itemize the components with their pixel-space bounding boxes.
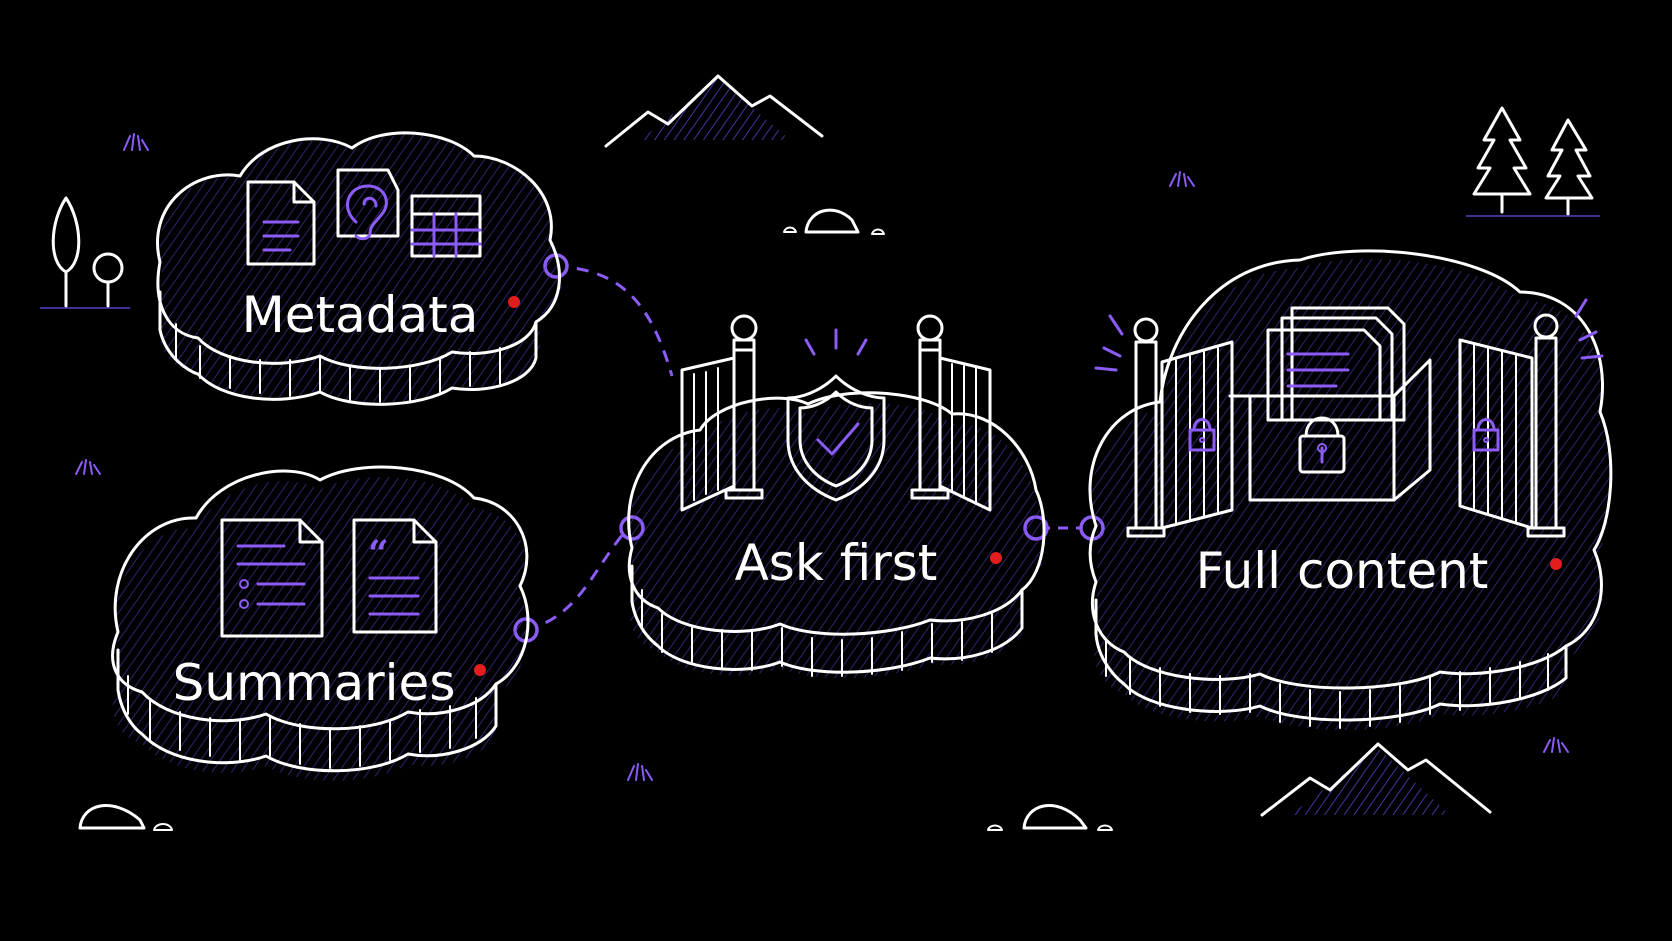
locked-gate-icon: [1094, 298, 1604, 538]
island-ask-first: Ask first: [627, 314, 1046, 679]
connector-metadata-ask-first: [555, 264, 674, 377]
node-label-summaries: Summaries: [173, 654, 456, 712]
pine-tree-icon: [1466, 106, 1600, 217]
table-icon: [410, 194, 482, 258]
island-full-content: Full content: [1088, 249, 1613, 731]
locked-box-icon: [1228, 306, 1432, 502]
document-icon: [246, 180, 316, 266]
status-dot: [990, 552, 1002, 564]
node-label-full-content: Full content: [1196, 542, 1489, 600]
grass-icon: [75, 133, 1569, 781]
bullet-list-document-icon: [220, 518, 324, 638]
shield-check-icon: [786, 328, 886, 502]
mountain-icon: [1260, 742, 1492, 817]
connector-summaries-ask-first: [525, 527, 630, 632]
status-dot: [508, 296, 520, 308]
quote-document-icon: “: [352, 518, 438, 634]
node-label-metadata: Metadata: [242, 286, 479, 344]
mountain-icon: [604, 74, 824, 148]
island-metadata: Metadata: [156, 131, 563, 406]
tree-icon: [40, 196, 130, 309]
status-dot: [474, 664, 486, 676]
svg-text:“: “: [368, 533, 389, 575]
node-label-ask-first: Ask first: [735, 534, 938, 592]
rock-icon: [78, 208, 1113, 831]
ear-icon: [336, 168, 400, 241]
status-dot: [1550, 558, 1562, 570]
scenery: [40, 74, 1600, 831]
island-summaries: “ Summaries: [111, 465, 530, 781]
open-gate-icon: [680, 314, 992, 512]
